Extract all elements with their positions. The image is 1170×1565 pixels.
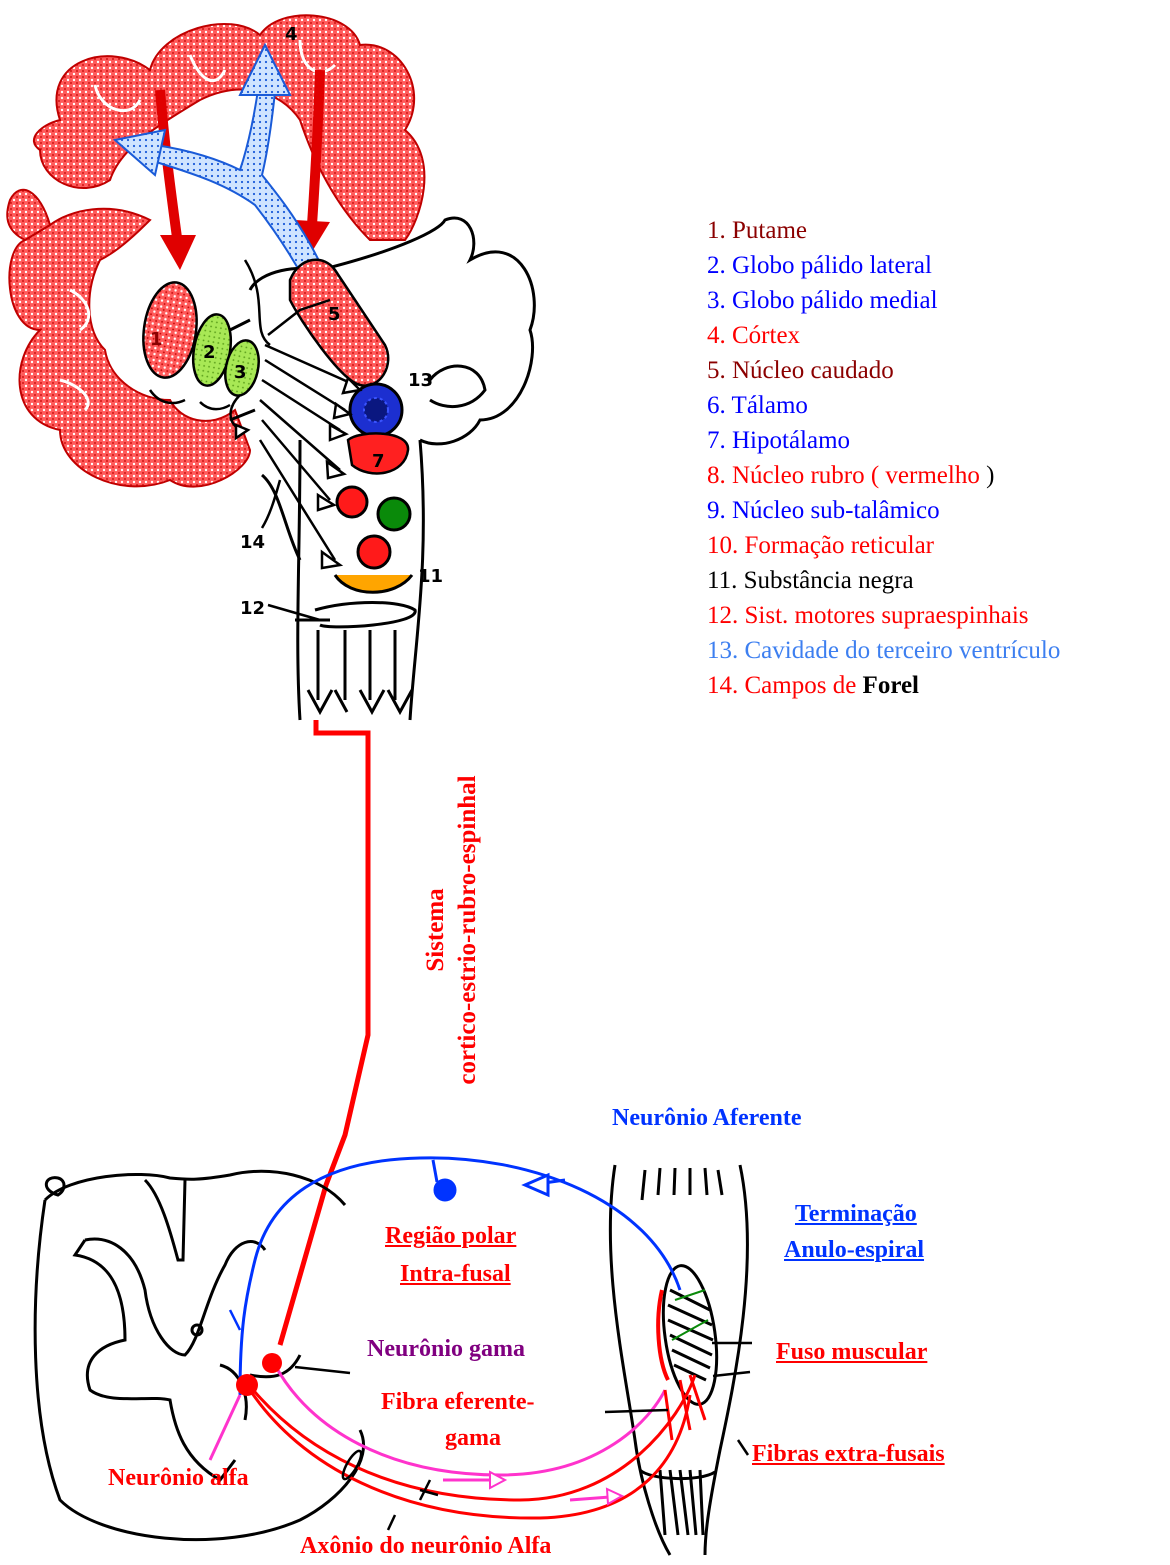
descending-tract	[280, 720, 368, 1345]
legend-item-8: 8. Núcleo rubro ( vermelho )	[707, 458, 1060, 493]
legend-item-6: 6. Tálamo	[707, 388, 1060, 423]
alpha-neuron-label: Neurônio alfa	[108, 1464, 249, 1492]
afferent-neuron-label: Neurônio Aferente	[612, 1104, 802, 1132]
num-13: 13	[408, 370, 433, 391]
num-3: 3	[234, 362, 247, 383]
legend-item-9: 9. Núcleo sub-talâmico	[707, 493, 1060, 528]
num-14: 14	[240, 532, 265, 553]
legend-item-2: 2. Globo pálido lateral	[707, 248, 1060, 283]
extrafusal-label: Fibras extra-fusais	[752, 1440, 945, 1468]
alpha-axon-label: Axônio do neurônio Alfa	[300, 1532, 551, 1560]
legend-item-7: 7. Hipotálamo	[707, 423, 1060, 458]
legend-item-14: 14. Campos de Forel	[707, 668, 1060, 703]
legend-item-13: 13. Cavidade do terceiro ventrículo	[707, 633, 1060, 668]
num-7: 7	[372, 451, 385, 472]
substantia-nigra-11	[335, 575, 412, 592]
legend-item-4: 4. Córtex	[707, 318, 1060, 353]
legend-item-10: 10. Formação reticular	[707, 528, 1060, 563]
gamma-fiber-label-2: gama	[445, 1424, 501, 1452]
legend-item-5: 5. Núcleo caudado	[707, 353, 1060, 388]
legend-item-12: 12. Sist. motores supraespinhais	[707, 598, 1060, 633]
thalamus-13	[350, 384, 402, 436]
polar-region-label-2: Intra-fusal	[400, 1260, 511, 1288]
annulospiral-label-2: Anulo-espiral	[784, 1236, 924, 1264]
tract-label-line2: cortico-estrio-rubro-espinhal	[452, 775, 484, 1084]
gamma-fiber-label-1: Fibra eferente-	[381, 1388, 534, 1416]
red-nucleus-8	[337, 487, 367, 517]
annulospiral-label-1: Terminação	[795, 1200, 917, 1228]
num-1: 1	[150, 329, 163, 350]
muscle-spindle-label: Fuso muscular	[776, 1338, 927, 1366]
num-4: 4	[285, 24, 298, 45]
legend-item-1: 1. Putame	[707, 213, 1060, 248]
tract-label: Sistema cortico-estrio-rubro-espinhal	[420, 775, 484, 1084]
num-12: 12	[240, 598, 265, 619]
num-5: 5	[328, 304, 341, 325]
num-11: 11	[418, 566, 443, 587]
polar-region-label-1: Região polar	[385, 1222, 516, 1250]
gamma-neuron-label: Neurônio gama	[367, 1335, 525, 1363]
tract-label-line1: Sistema	[420, 775, 452, 1084]
legend: 1. Putame 2. Globo pálido lateral 3. Glo…	[707, 213, 1060, 703]
legend-item-11: 11. Substância negra	[707, 563, 1060, 598]
reticular-formation-10	[358, 536, 390, 568]
num-2: 2	[203, 342, 216, 363]
legend-item-3: 3. Globo pálido medial	[707, 283, 1060, 318]
subthalamic-nucleus-9	[378, 498, 410, 530]
pointer-lines-brain	[262, 480, 320, 620]
